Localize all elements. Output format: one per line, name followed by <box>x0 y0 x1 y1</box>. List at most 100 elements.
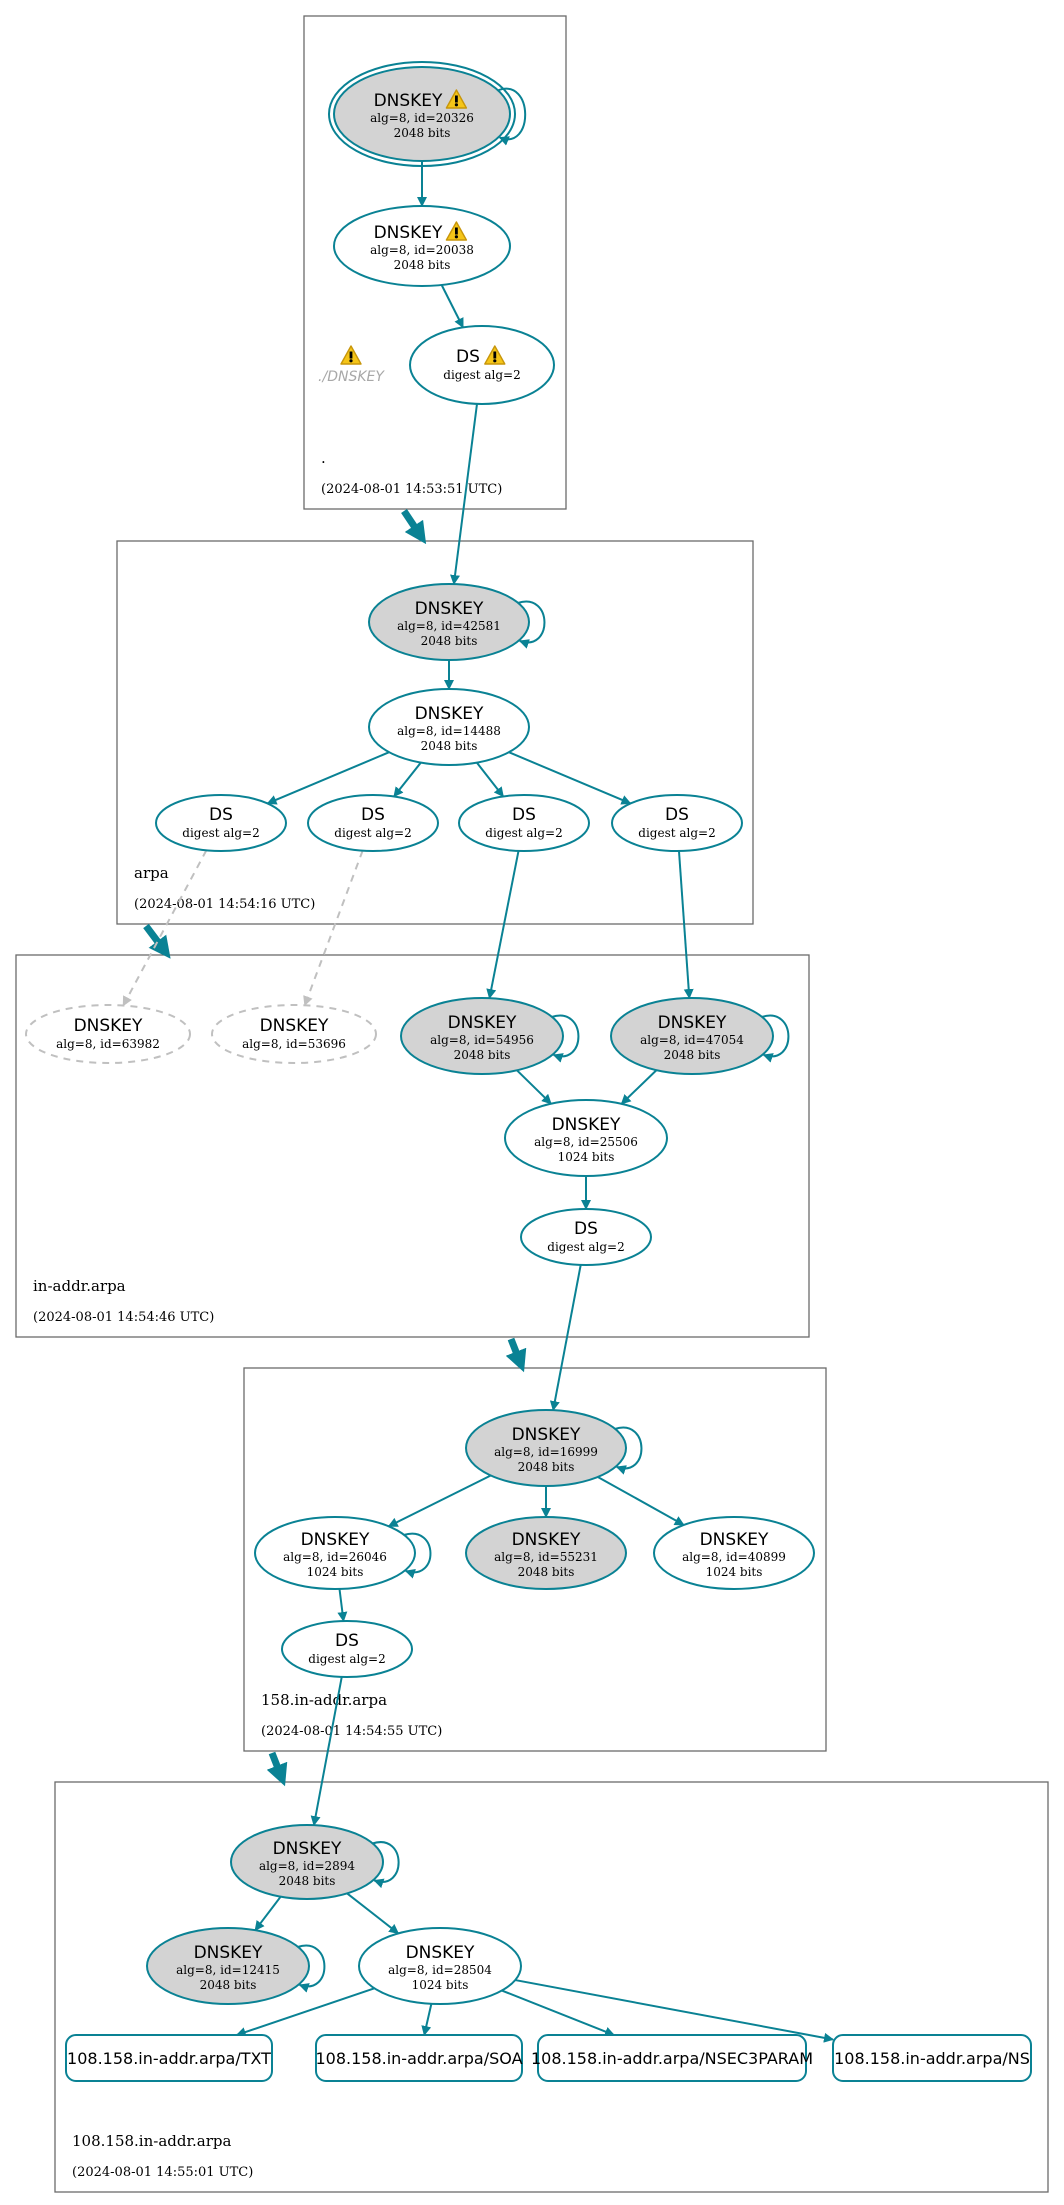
node-subtitle: alg=8, id=2894 <box>259 1859 355 1873</box>
rrset-box <box>315 2034 523 2082</box>
rrset-label: 108.158.in-addr.arpa/SOA <box>315 2049 522 2068</box>
ds-ellipse <box>520 1208 652 1266</box>
node-title: DNSKEY <box>512 1530 581 1550</box>
node-rr_nsec[interactable]: 108.158.in-addr.arpa/NSEC3PARAM <box>531 2034 813 2082</box>
zone-timestamp: (2024-08-01 14:54:55 UTC) <box>261 1724 442 1739</box>
node-keysize: 2048 bits <box>394 126 451 140</box>
node-title: DNSKEY <box>194 1943 263 1963</box>
node-subtitle: alg=8, id=14488 <box>397 724 501 738</box>
node-subtitle: digest alg=2 <box>638 826 715 840</box>
zone-box <box>54 1781 1049 2193</box>
edge-a_ds1-to-i_g1 <box>122 849 208 1007</box>
edge-e_zsk-to-rr_txt <box>235 1987 375 2037</box>
node-keysize: 2048 bits <box>518 1565 575 1579</box>
edge-f_ds-to-e_ksk <box>310 1676 343 1827</box>
edge-a_ds4-to-i_ksk2 <box>677 850 694 1000</box>
zsk-ellipse <box>504 1099 668 1177</box>
node-subtitle: alg=8, id=20326 <box>370 111 474 125</box>
self-signature-loop <box>403 1532 432 1579</box>
node-rr_soa[interactable]: 108.158.in-addr.arpa/SOA <box>315 2034 523 2082</box>
node-title: DNSKEY <box>374 91 443 111</box>
node-rr_txt[interactable]: 108.158.in-addr.arpa/TXT <box>65 2034 273 2082</box>
node-title: DS <box>512 805 536 825</box>
zone-box <box>116 540 754 925</box>
edge-a_ds3-to-i_ksk1 <box>486 850 520 1000</box>
edge-e_zsk-to-rr_soa <box>421 2003 433 2036</box>
zone-timestamp: (2024-08-01 14:53:51 UTC) <box>321 482 502 497</box>
node-subtitle: alg=8, id=40899 <box>682 1550 786 1564</box>
node-title: DNSKEY <box>406 1943 475 1963</box>
node-subtitle: alg=8, id=26046 <box>283 1550 387 1564</box>
node-keysize: 1024 bits <box>706 1565 763 1579</box>
zone-name: 158.in-addr.arpa <box>261 1691 387 1709</box>
zsk-ellipse <box>333 205 511 287</box>
node-subtitle: alg=8, id=47054 <box>640 1033 744 1047</box>
ghost-ellipse <box>211 1004 377 1064</box>
node-title: DS <box>456 347 480 367</box>
ksk-ellipse <box>610 997 774 1075</box>
zone-z158: 158.in-addr.arpa (2024-08-01 14:54:55 UTC… <box>243 1367 827 1752</box>
edge-i_ds-to-f_ksk <box>549 1264 582 1412</box>
self-signature-loop <box>497 87 527 146</box>
self-signature-loop <box>551 1014 580 1063</box>
edge-e_zsk-to-rr_nsec <box>501 1989 615 2037</box>
node-rr_ns[interactable]: 108.158.in-addr.arpa/NS <box>832 2034 1032 2082</box>
ksk-ellipse <box>368 583 530 661</box>
node-title: DNSKEY <box>74 1016 143 1036</box>
ds-ellipse <box>409 325 555 405</box>
ksk-ellipse <box>230 1824 384 1900</box>
node-subtitle: digest alg=2 <box>547 1240 624 1254</box>
ds-ellipse <box>155 794 287 852</box>
delegation-arrow-z158-z108 <box>266 1751 288 1787</box>
edge-e_ksk-to-e_ksk2 <box>254 1896 282 1932</box>
node-subtitle: digest alg=2 <box>182 826 259 840</box>
node-title: DNSKEY <box>273 1839 342 1859</box>
node-subtitle: digest alg=2 <box>308 1652 385 1666</box>
zone-name: arpa <box>134 864 169 882</box>
node-subtitle: digest alg=2 <box>443 368 520 382</box>
delegation-arrow-root-arpa <box>401 509 427 545</box>
node-title: DS <box>335 1631 359 1651</box>
edge-f_zsk1-to-f_ds <box>337 1588 348 1623</box>
edge-r_ds-to-a_ksk <box>450 403 478 586</box>
node-subtitle: alg=8, id=63982 <box>56 1037 160 1051</box>
node-subtitle: alg=8, id=53696 <box>242 1037 346 1051</box>
edge-i_ksk2-to-i_zsk <box>620 1069 658 1105</box>
node-keysize: 2048 bits <box>394 258 451 272</box>
zone-box <box>15 954 810 1338</box>
node-title: DNSKEY <box>301 1530 370 1550</box>
node-title: DS <box>209 805 233 825</box>
node-keysize: 2048 bits <box>518 1460 575 1474</box>
node-keysize: 1024 bits <box>307 1565 364 1579</box>
delegation-arrow-arpa-in-addr <box>143 923 171 959</box>
node-subtitle: alg=8, id=54956 <box>430 1033 534 1047</box>
ds-ellipse <box>611 794 743 852</box>
edge-r_zsk-to-r_ds <box>440 284 464 329</box>
warning-icon <box>340 345 362 365</box>
zone-root: .(2024-08-01 14:53:51 UTC) <box>303 15 567 510</box>
node-keysize: 2048 bits <box>664 1048 721 1062</box>
